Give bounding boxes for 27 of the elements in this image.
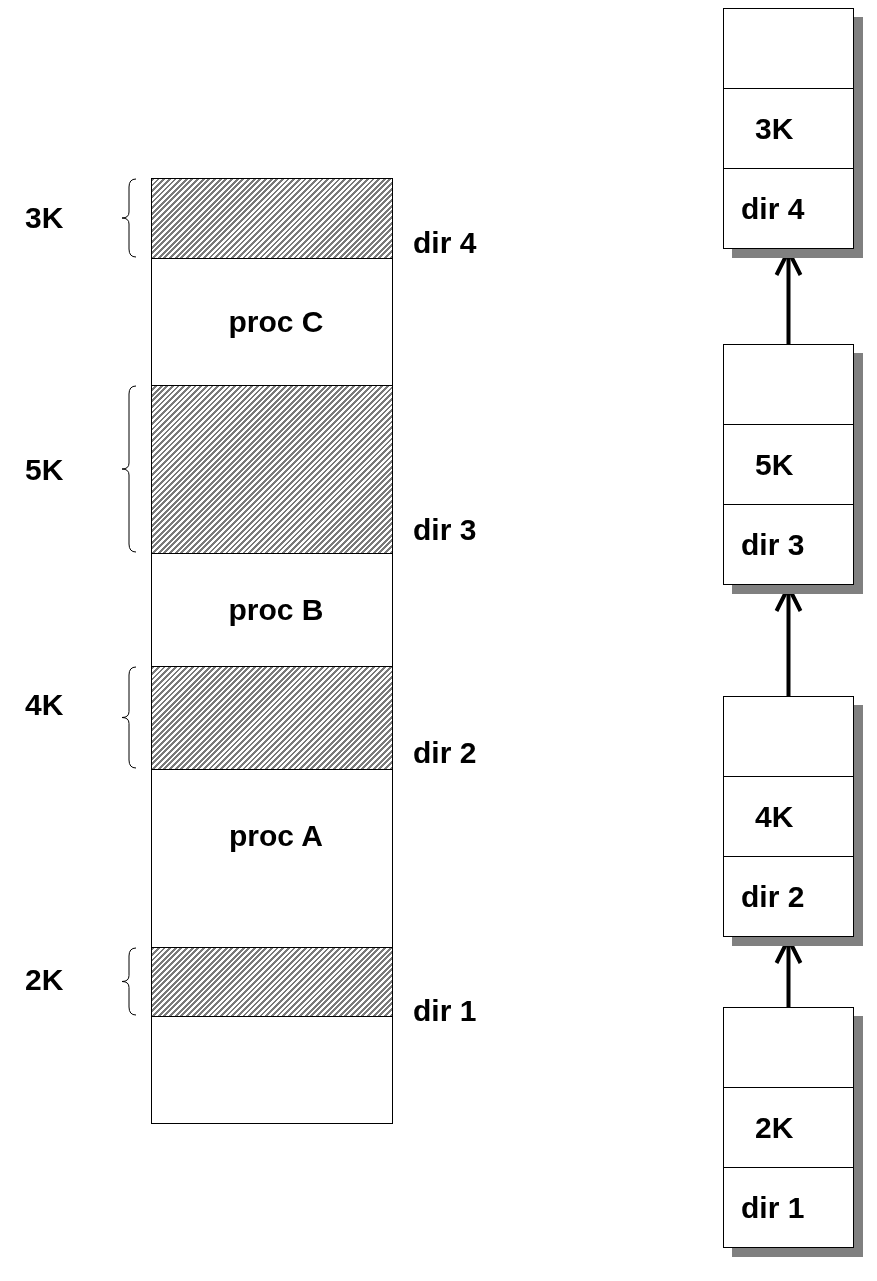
- free-memory-block: [151, 178, 393, 259]
- size-label: 5K: [755, 449, 794, 480]
- free-memory-block: [151, 947, 393, 1017]
- memory-block: [151, 553, 393, 667]
- memory-block: [151, 769, 393, 948]
- size-label: 3K: [25, 203, 64, 233]
- size-label: 4K: [25, 690, 64, 720]
- memory-block: [151, 258, 393, 386]
- directory-label: dir 3: [413, 515, 477, 545]
- free-memory-block: [151, 666, 393, 770]
- directory-label: dir 2: [741, 881, 805, 912]
- process-label: proc A: [229, 820, 323, 851]
- size-label: 5K: [25, 455, 64, 485]
- process-label: proc C: [228, 307, 324, 337]
- size-label: 3K: [755, 113, 794, 144]
- size-label: 2K: [25, 965, 64, 995]
- free-memory-block: [151, 385, 393, 554]
- directory-label: dir 1: [741, 1192, 805, 1223]
- process-label: proc B: [228, 595, 324, 625]
- directory-label: dir 4: [413, 228, 477, 258]
- directory-label: dir 3: [741, 529, 805, 560]
- directory-label: dir 2: [413, 738, 477, 768]
- memory-block: [151, 1016, 393, 1124]
- directory-label: dir 1: [413, 996, 477, 1026]
- directory-label: dir 4: [741, 193, 805, 224]
- size-label: 2K: [755, 1112, 794, 1143]
- size-label: 4K: [755, 801, 794, 832]
